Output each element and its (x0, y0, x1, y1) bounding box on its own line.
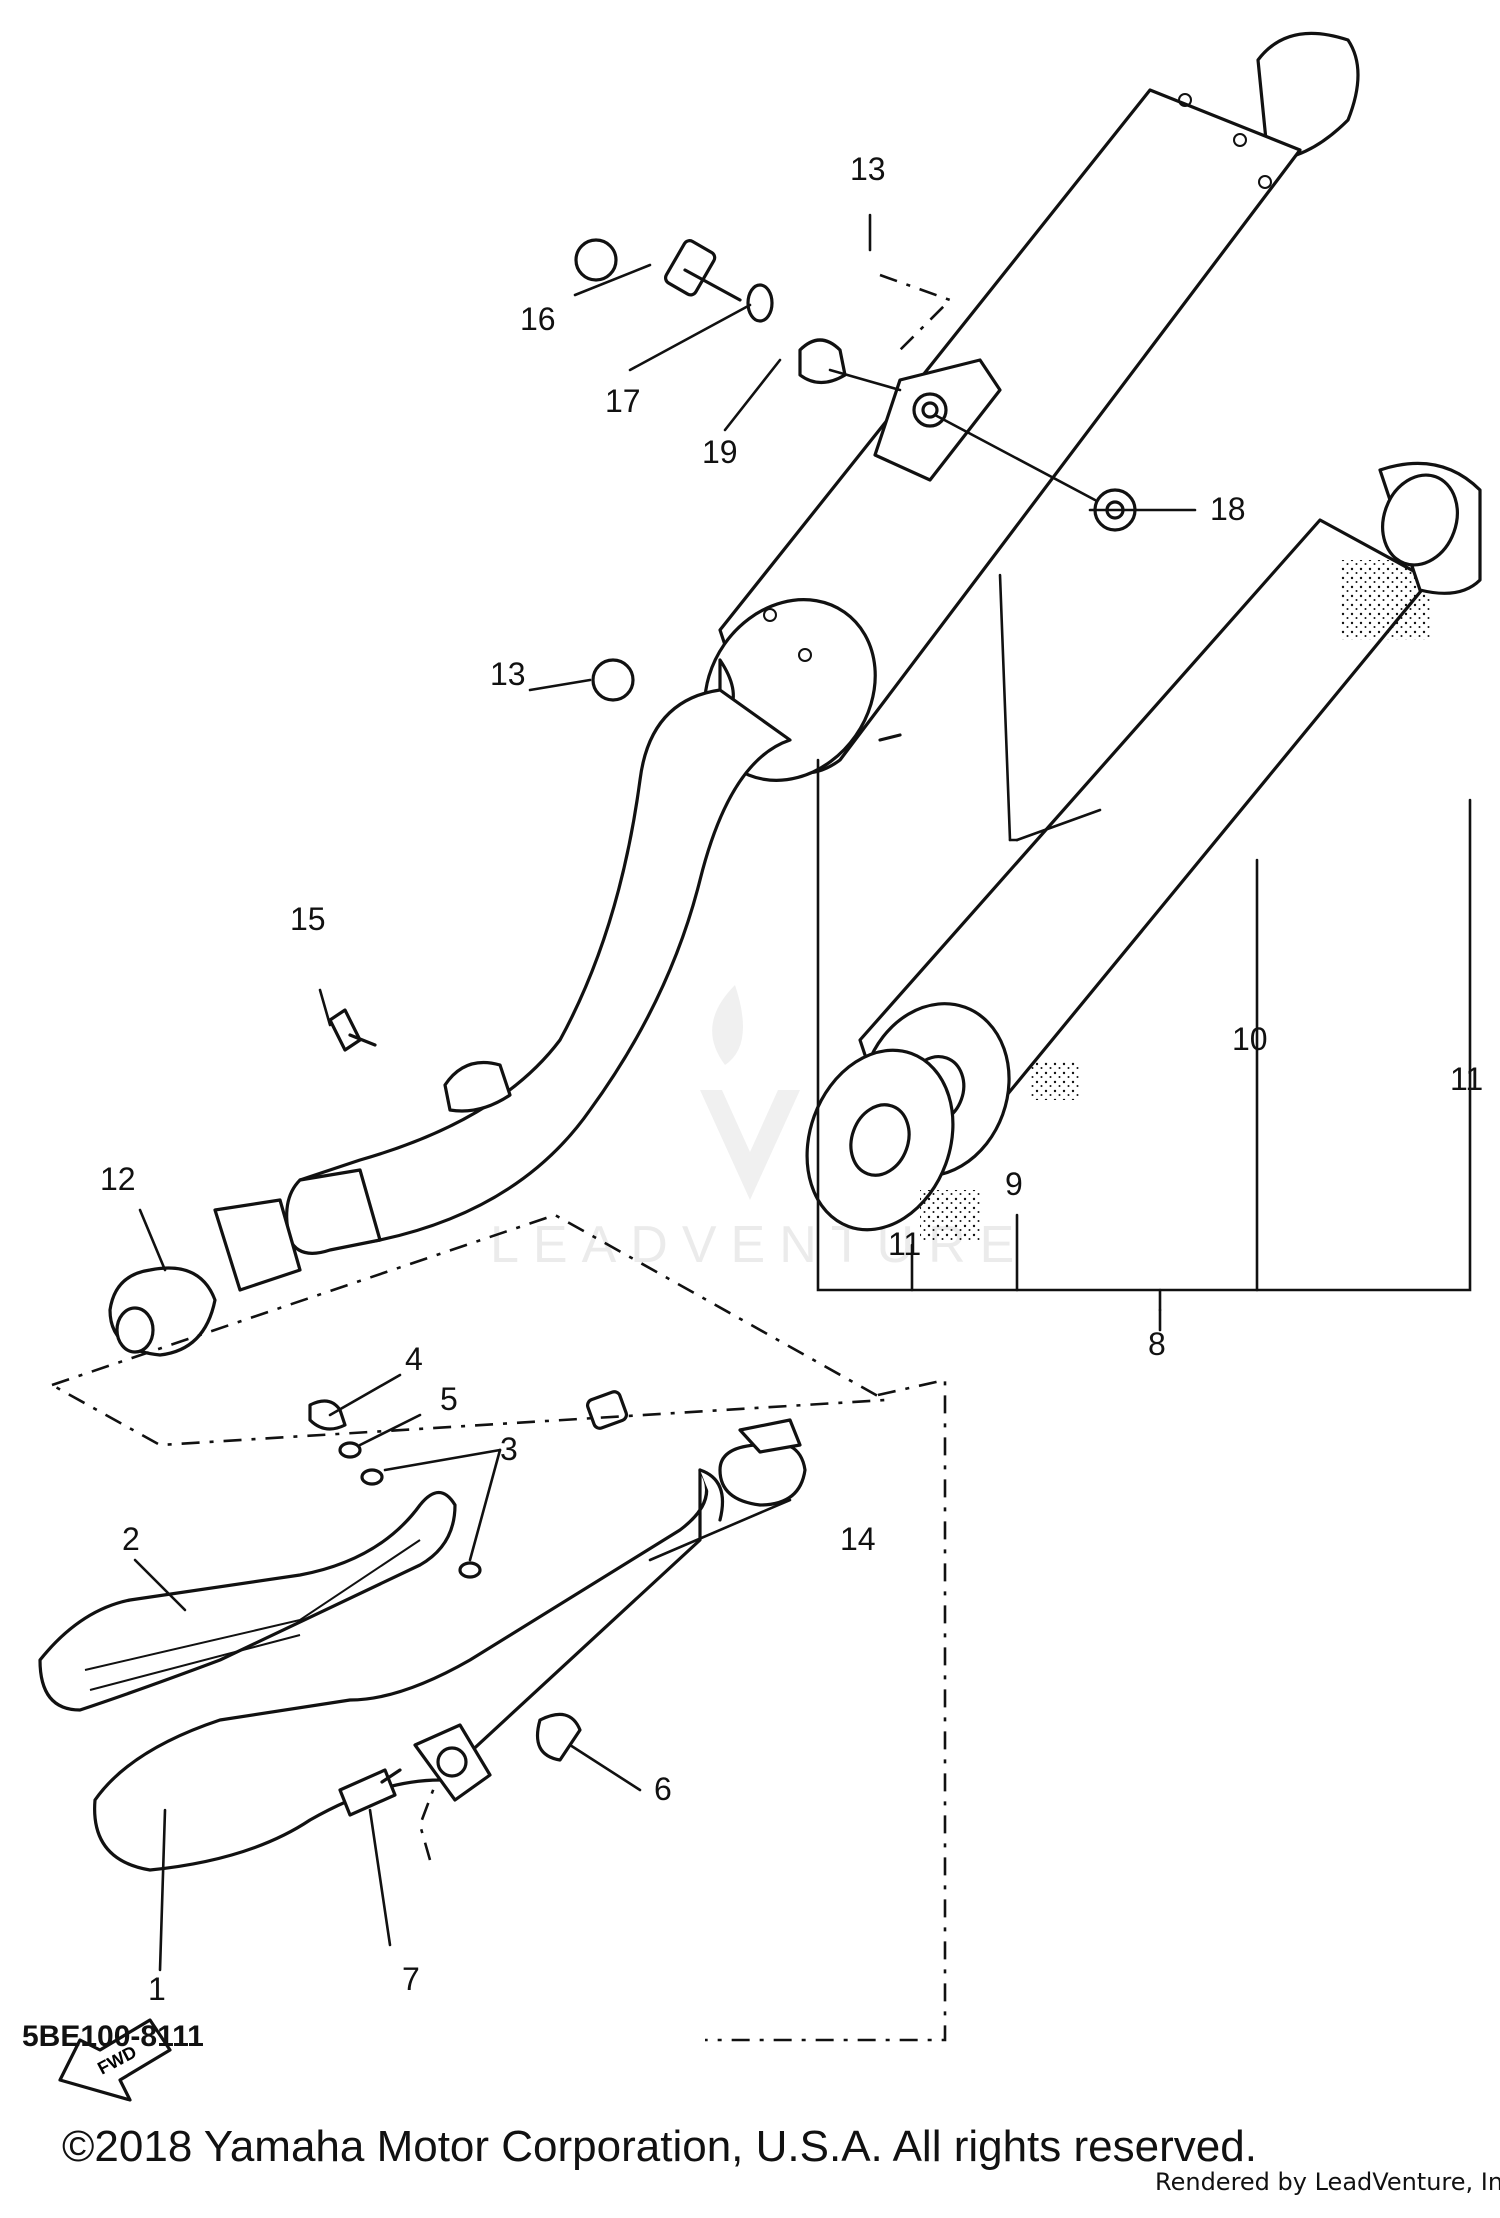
alignment-lines (51, 273, 953, 2042)
callout-14: 14 (840, 1521, 876, 1557)
forward-direction-arrow: FWD (58, 2018, 172, 2102)
fastener-parts (108, 238, 1137, 1817)
callout-7: 7 (402, 1961, 420, 1997)
callout-3: 3 (500, 1431, 518, 1467)
callout-13-top: 13 (850, 151, 886, 187)
callout-5: 5 (440, 1381, 458, 1417)
callout-2: 2 (122, 1521, 140, 1557)
callout-1: 1 (148, 1971, 166, 2007)
heat-protector (38, 1490, 457, 1712)
callout-9: 9 (1005, 1166, 1023, 1202)
copyright-notice: ©2018 Yamaha Motor Corporation, U.S.A. A… (62, 2122, 1257, 2171)
callout-18: 18 (1210, 491, 1246, 527)
callout-12: 12 (100, 1161, 136, 1197)
catalog-code: 5BE100-8111 (22, 2020, 204, 2053)
leader-lines (133, 213, 1197, 1972)
callout-19: 19 (702, 434, 738, 470)
callout-15: 15 (290, 901, 326, 937)
callout-17: 17 (605, 383, 641, 419)
callout-6: 6 (654, 1771, 672, 1807)
callout-11-left: 11 (888, 1226, 921, 1262)
rendered-by-credit: Rendered by LeadVenture, Inc. (1155, 2168, 1500, 2196)
exhaust-pipe (93, 1468, 725, 1872)
mid-pipe (213, 688, 792, 1292)
assembly-bracket-lines (816, 758, 1472, 1312)
silencer-assembly (805, 461, 1482, 1240)
callout-11-right: 11 (1450, 1061, 1483, 1097)
callout-labels: 1 2 3 4 5 6 7 8 9 10 11 11 12 13 13 14 1… (100, 151, 1483, 2007)
callout-10: 10 (1232, 1021, 1268, 1057)
callout-13-left: 13 (490, 656, 526, 692)
callout-16: 16 (520, 301, 556, 337)
callout-8: 8 (1148, 1326, 1166, 1362)
callout-4: 4 (405, 1341, 423, 1377)
